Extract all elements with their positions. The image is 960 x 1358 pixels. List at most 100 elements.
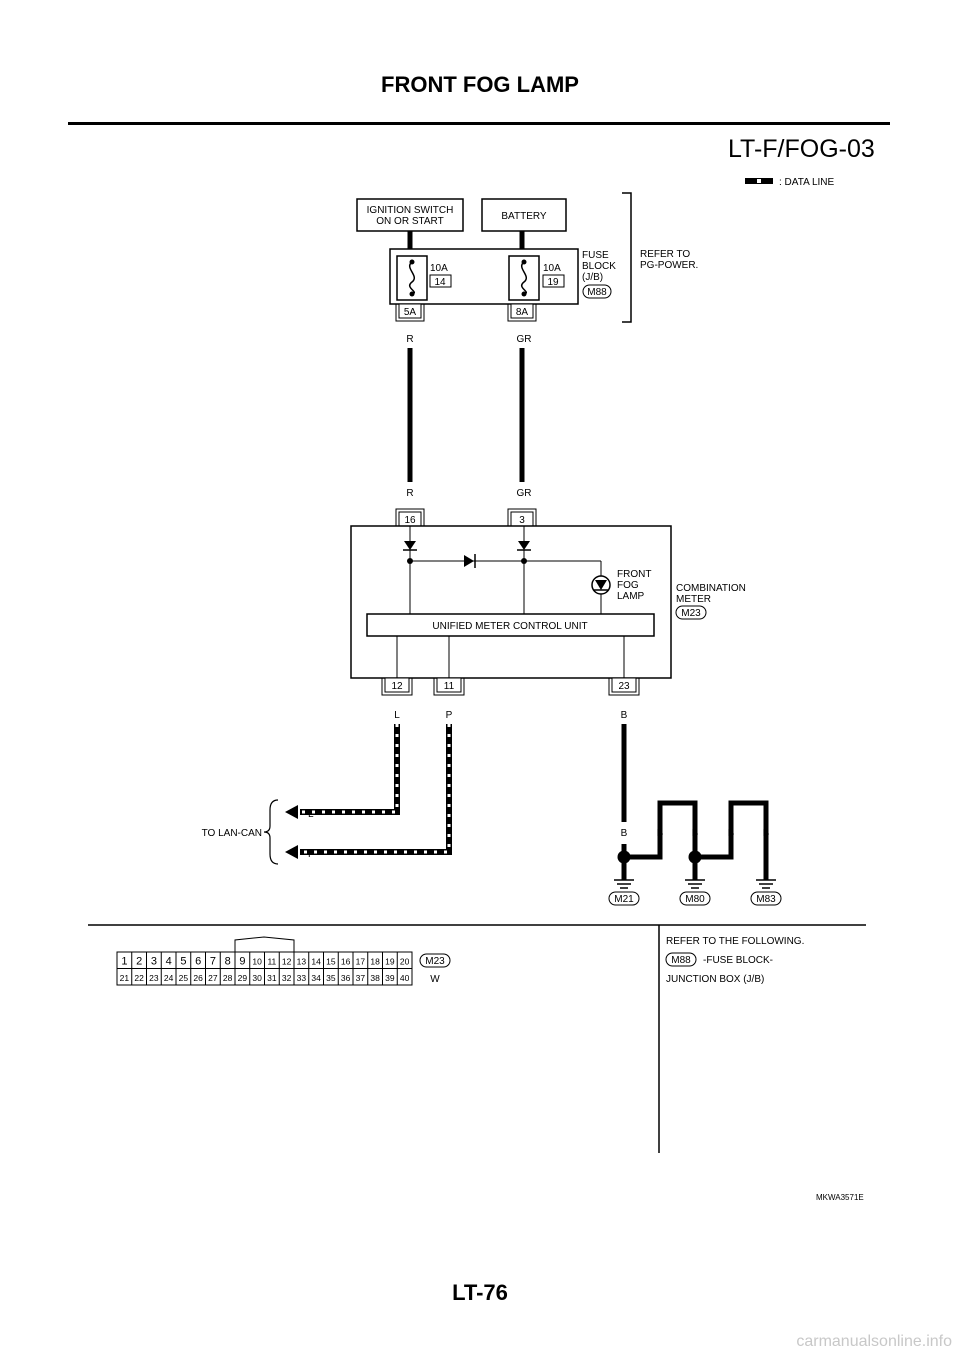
connector-pin: 11 — [267, 957, 276, 967]
terminal-16: 16 — [395, 508, 425, 527]
ground-icon — [756, 879, 776, 889]
terminal-23: 23 — [608, 677, 640, 696]
connector-pin: 21 — [120, 973, 130, 983]
lan-can-brace — [263, 799, 279, 865]
can-wire-l: L — [308, 809, 314, 820]
wire-color-gr-top: GR — [517, 334, 532, 345]
fuse-block-label-2: BLOCK — [582, 261, 616, 272]
terminal-5a: 5A — [395, 303, 425, 322]
fuse-left-rating: 10A — [430, 263, 448, 274]
wire-color-r-top: R — [406, 334, 413, 345]
connector-pin: 34 — [311, 973, 321, 983]
reference-connector: M88 — [671, 955, 691, 966]
ignition-switch: IGNITION SWITCH ON OR START — [356, 198, 464, 232]
connector-m23-label: M23 — [425, 956, 445, 967]
connector-pin: 38 — [370, 973, 380, 983]
fuse-block-label-1: FUSE — [582, 250, 609, 261]
ground-m83: M83 — [756, 894, 776, 905]
connector-pin: 14 — [311, 957, 321, 967]
fuse-block-label-3: (J/B) — [582, 272, 603, 283]
fuse-block-connector: M88 — [587, 287, 607, 298]
unified-meter-control-unit: UNIFIED METER CONTROL UNIT — [432, 621, 587, 632]
svg-text:16: 16 — [404, 515, 416, 526]
connector-pin: 16 — [341, 957, 351, 967]
connector-pin: 25 — [179, 973, 189, 983]
wire-color-p: P — [446, 710, 453, 721]
ground-icon — [614, 879, 634, 889]
wire-color-b: B — [621, 710, 628, 721]
combination-meter-connector: M23 — [681, 608, 701, 619]
connector-pin: 30 — [252, 973, 262, 983]
connector-pin: 29 — [238, 973, 248, 983]
connector-pin: 8 — [225, 956, 231, 968]
connector-pin: 17 — [356, 957, 366, 967]
connector-pin: 12 — [282, 957, 292, 967]
refer-pg-power-1: REFER TO — [640, 249, 690, 260]
ignition-switch-line1: IGNITION SWITCH — [367, 205, 454, 216]
connector-pin: 3 — [151, 956, 157, 968]
diagram-code: LT-F/FOG-03 — [728, 135, 875, 163]
fuse-icon — [521, 261, 527, 295]
fuse-right-rating: 10A — [543, 263, 561, 274]
ignition-switch-line2: ON OR START — [376, 216, 443, 227]
svg-text:3: 3 — [519, 515, 525, 526]
can-l-data-line — [285, 724, 400, 819]
connector-pin: 22 — [134, 973, 144, 983]
combination-meter-label-1: COMBINATION — [676, 583, 746, 594]
combination-meter: FRONT FOG LAMP UNIFIED METER CONTROL UNI… — [350, 525, 672, 679]
connector-pin: 7 — [210, 956, 216, 968]
connector-pin: 15 — [326, 957, 336, 967]
diode-icon — [464, 555, 474, 567]
reference-line2: JUNCTION BOX (J/B) — [666, 974, 764, 985]
fuse-icon — [409, 261, 415, 295]
svg-text:23: 23 — [618, 681, 630, 692]
connector-pin: 4 — [166, 956, 172, 968]
combination-meter-label-2: METER — [676, 594, 711, 605]
terminal-12: 12 — [381, 677, 413, 696]
connector-pin: 31 — [267, 973, 277, 983]
connector-pin: 36 — [341, 973, 351, 983]
can-p-data-line — [285, 724, 452, 859]
svg-text:11: 11 — [444, 681, 455, 692]
svg-text:8A: 8A — [516, 307, 529, 318]
connector-pin: 28 — [223, 973, 233, 983]
connector-pin: 19 — [385, 957, 395, 967]
connector-pin: 9 — [239, 956, 245, 968]
watermark: carmanualsonline.info — [796, 1333, 952, 1350]
can-wire-p: P — [308, 849, 315, 860]
ground-m21: M21 — [614, 894, 634, 905]
connector-pin: 35 — [326, 973, 336, 983]
reference-line1: -FUSE BLOCK- — [703, 955, 773, 966]
connector-pin: 5 — [180, 956, 186, 968]
connector-pin: 33 — [297, 973, 307, 983]
battery-label: BATTERY — [501, 211, 547, 222]
connector-pin: 37 — [356, 973, 366, 983]
wire-color-r-bottom: R — [406, 488, 413, 499]
ground-icon — [685, 879, 705, 889]
page-number: LT-76 — [452, 1280, 508, 1305]
connector-pin: 6 — [195, 956, 201, 968]
fuse-right-number: 19 — [547, 277, 559, 288]
reference-heading: REFER TO THE FOLLOWING. — [666, 936, 804, 947]
connector-pin: 26 — [193, 973, 203, 983]
connector-pin: 39 — [385, 973, 395, 983]
connector-color-code: W — [430, 974, 440, 985]
wire-color-l: L — [394, 710, 400, 721]
svg-text:5A: 5A — [404, 307, 417, 318]
connector-pin: 13 — [297, 957, 307, 967]
front-fog-lamp-label-2: FOG — [617, 580, 639, 591]
connector-pin: 18 — [370, 957, 380, 967]
connector-pin: 32 — [282, 973, 292, 983]
connector-pin: 40 — [400, 973, 410, 983]
connector-pin: 20 — [400, 957, 410, 967]
connector-pin: 10 — [252, 957, 262, 967]
connector-pin: 24 — [164, 973, 174, 983]
connector-pin: 2 — [136, 956, 142, 968]
front-fog-lamp-label-1: FRONT — [617, 569, 651, 580]
data-line-legend: : DATA LINE — [745, 177, 835, 188]
terminal-3: 3 — [507, 508, 537, 527]
page-title: FRONT FOG LAMP — [381, 72, 579, 97]
data-line-legend-label: : DATA LINE — [779, 177, 835, 188]
header-rule — [68, 122, 890, 125]
